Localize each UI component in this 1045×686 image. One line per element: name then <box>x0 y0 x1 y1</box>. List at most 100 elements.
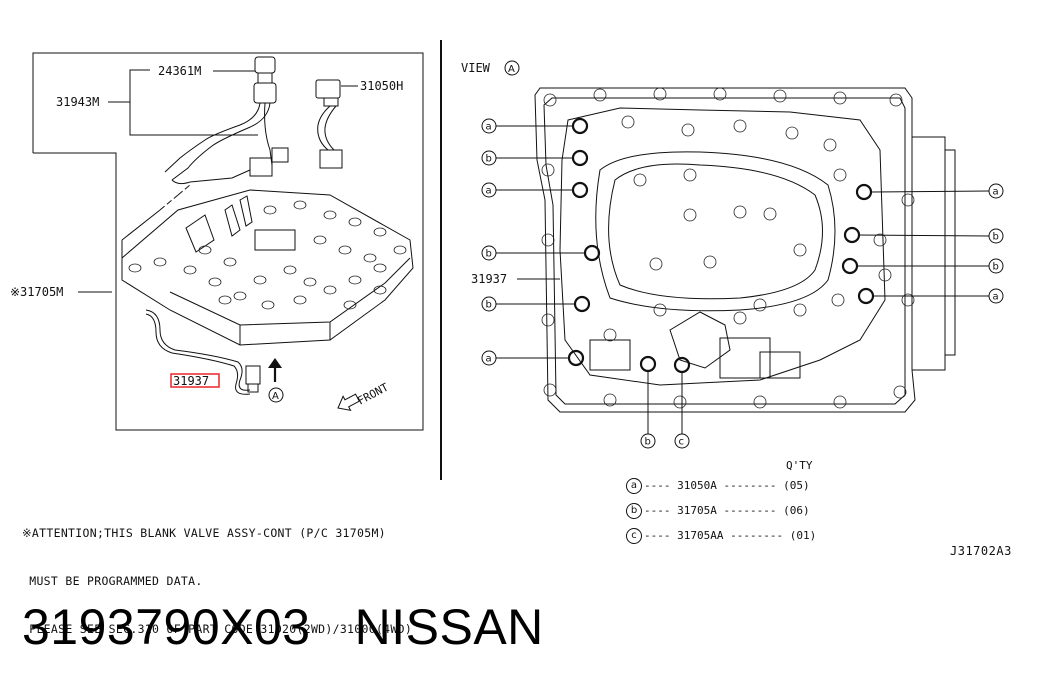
case-bolt <box>649 257 663 271</box>
valve-hole <box>373 263 387 273</box>
valve-hole <box>303 277 317 287</box>
case-bolt <box>793 243 807 257</box>
case-bolt <box>673 395 687 409</box>
label-front: FRONT <box>355 380 391 407</box>
bubble-letter: b <box>486 154 492 165</box>
valve-hole <box>253 275 267 285</box>
valve-hole <box>198 245 212 255</box>
view-arrow-a <box>268 358 284 403</box>
qty-mark-bubble: c <box>626 528 642 544</box>
valve-hole <box>283 265 297 275</box>
front-arrow <box>337 393 360 412</box>
case-bolt <box>901 293 915 307</box>
view-a-label: VIEW <box>461 61 491 75</box>
marked-bolt <box>573 295 591 313</box>
bubble-letter: a <box>486 186 492 197</box>
bubble-letter: b <box>486 249 492 260</box>
valve-hole <box>313 235 327 245</box>
valve-hole <box>263 205 277 215</box>
marked-bolt <box>639 355 657 373</box>
case-bolt <box>541 163 555 177</box>
qty-part-and-count: ---- 31705AA -------- (01) <box>644 529 817 542</box>
qty-row: c---- 31705AA -------- (01) <box>626 528 816 544</box>
marked-bolt <box>841 257 859 275</box>
valve-hole <box>208 277 222 287</box>
case-bolt <box>653 87 667 101</box>
valve-hole <box>348 217 362 227</box>
valve-hole <box>363 253 377 263</box>
bubble-a <box>988 183 1004 199</box>
qty-part-and-count: ---- 31050A -------- (05) <box>644 479 810 492</box>
bubble-b <box>481 296 497 312</box>
case-bolt <box>878 268 892 282</box>
case-bolt <box>683 168 697 182</box>
case-bolt <box>683 208 697 222</box>
valve-hole <box>293 295 307 305</box>
case-bolts <box>541 87 915 409</box>
diagram-code: J31702A3 <box>950 544 1012 558</box>
case-bolt <box>703 255 717 269</box>
bubble-b <box>481 150 497 166</box>
note-line-3: PLEASE SEE SEC.310 OF PART CODE 31020(2W… <box>22 622 413 636</box>
case-bolt <box>889 93 903 107</box>
marked-bolt <box>673 356 691 374</box>
qty-mark-bubble: a <box>626 478 642 494</box>
highlight-box-31937 <box>170 373 220 388</box>
bubble-b <box>640 433 656 449</box>
bubble-letter: c <box>679 437 685 448</box>
bubble-b <box>988 258 1004 274</box>
valve-hole <box>373 227 387 237</box>
valve-hole <box>293 200 307 210</box>
bubble-letter: b <box>645 437 651 448</box>
case-bolt <box>793 303 807 317</box>
connector-24361m <box>164 56 277 181</box>
attention-note: ※ATTENTION;THIS BLANK VALVE ASSY-CONT (P… <box>22 493 412 653</box>
valve-hole <box>183 265 197 275</box>
case-bolt <box>873 233 887 247</box>
bubble-a <box>988 288 1004 304</box>
marked-bolt <box>567 349 585 367</box>
view-a-marker: A <box>508 64 515 75</box>
case-bolt <box>633 173 647 187</box>
bubble-letter: b <box>993 232 999 243</box>
qty-mark-bubble: b <box>626 503 642 519</box>
valve-hole <box>393 245 407 255</box>
bubble-a <box>481 350 497 366</box>
case-bolt <box>653 303 667 317</box>
valve-body-holes <box>128 200 407 310</box>
case-bolt <box>753 395 767 409</box>
bubble-c <box>674 433 690 449</box>
part-number: 3193790X03 <box>22 599 311 655</box>
case-bolt <box>733 119 747 133</box>
valve-hole <box>343 300 357 310</box>
case-bolt <box>733 311 747 325</box>
bubble-letter: a <box>486 122 492 133</box>
bubble-letter: a <box>486 354 492 365</box>
case-bolt <box>543 93 557 107</box>
case-bolt <box>603 328 617 342</box>
valve-body-31705m <box>121 184 414 346</box>
marked-bolt <box>571 117 589 135</box>
case-bolt <box>823 138 837 152</box>
bubble-letter: b <box>993 262 999 273</box>
valve-hole <box>233 291 247 301</box>
bubble-a <box>481 118 497 134</box>
qty-row: b---- 31705A -------- (06) <box>626 503 810 519</box>
valve-hole <box>153 257 167 267</box>
valve-hole <box>373 285 387 295</box>
marked-bolt <box>855 183 873 201</box>
valve-hole <box>261 300 275 310</box>
label-31943m: 31943M <box>56 95 99 109</box>
qty-header: Q'TY <box>786 459 813 472</box>
case-bolt <box>733 205 747 219</box>
valve-hole <box>348 275 362 285</box>
note-line-1: ※ATTENTION;THIS BLANK VALVE ASSY-CONT (P… <box>22 526 386 540</box>
case-bolt <box>763 207 777 221</box>
valve-hole <box>128 263 142 273</box>
valve-hole <box>323 210 337 220</box>
case-bolt <box>543 383 557 397</box>
label-31937-view: 31937 <box>471 272 507 286</box>
